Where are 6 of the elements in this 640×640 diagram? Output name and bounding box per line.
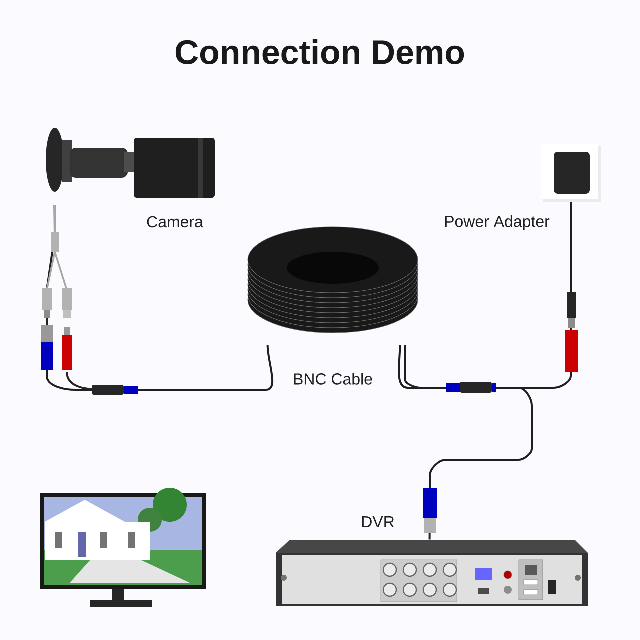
- node-label: DVR: [362, 516, 394, 528]
- node-label: BNC Cable: [294, 373, 372, 385]
- node-label: Power Adapter: [445, 216, 550, 230]
- node-label: Camera: [147, 216, 204, 228]
- monitor-drawing: [40, 488, 206, 607]
- title: Connection Demo: [176, 40, 464, 64]
